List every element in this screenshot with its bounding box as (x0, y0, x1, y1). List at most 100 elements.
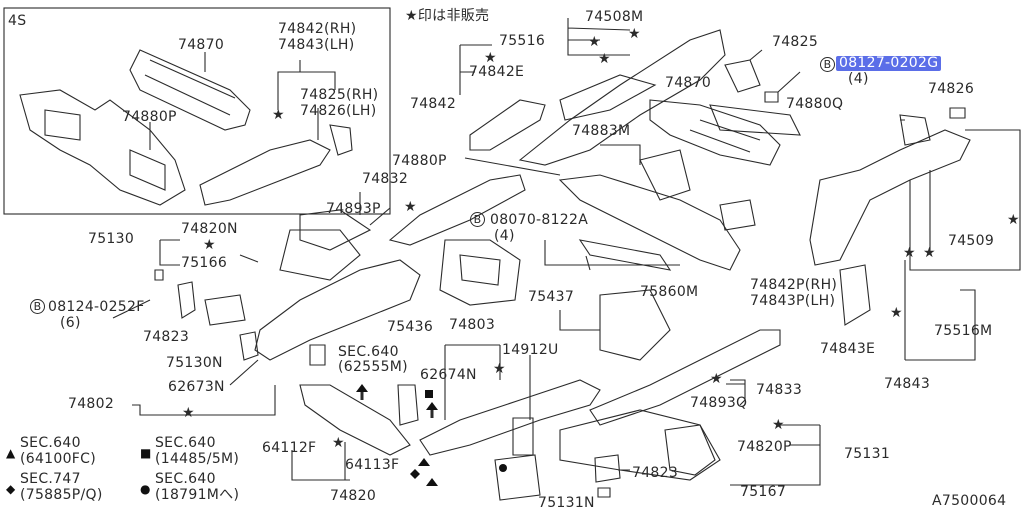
label-75516[interactable]: 75516 (499, 33, 546, 49)
part-74870-inset (129, 49, 251, 131)
label-08127-0202g[interactable]: 08127-0202G (836, 56, 942, 71)
part-75436 (439, 239, 521, 306)
label-62673n[interactable]: 62673N (168, 379, 225, 395)
bolt-marker-08124: B (30, 299, 45, 314)
star-icon: ★ (923, 245, 936, 261)
label-74820n[interactable]: 74820N (181, 221, 238, 237)
label-75130[interactable]: 75130 (88, 231, 135, 247)
label-74843[interactable]: 74843 (884, 376, 931, 392)
label-sec640-a[interactable]: SEC.640 (338, 344, 399, 360)
star-icon: ★ (903, 245, 916, 261)
star-note: ★印は非販売 (405, 8, 490, 24)
label-75860m[interactable]: 75860M (640, 284, 699, 300)
bolt-08127 (764, 91, 779, 103)
bolt-b-icon: B (30, 299, 45, 314)
part-74883m (639, 149, 691, 201)
bolt-marker-08127: B (820, 57, 835, 72)
label-74842[interactable]: 74842 (410, 96, 457, 112)
bolt-08124 (154, 269, 164, 281)
label-74843e[interactable]: 74843E (820, 341, 876, 357)
label-74802[interactable]: 74802 (68, 396, 115, 412)
label-74880p-inset[interactable]: 74880P (122, 109, 177, 125)
label-75131n[interactable]: 75131N (538, 495, 595, 510)
part-64112f (299, 384, 411, 456)
part-74826 (899, 114, 931, 146)
label-74820p[interactable]: 74820P (737, 439, 792, 455)
star-icon: ★ (890, 305, 903, 321)
label-74832[interactable]: 74832 (362, 171, 409, 187)
part-75130n (204, 294, 246, 326)
label-08070-qty: (4) (494, 228, 515, 244)
label-75436[interactable]: 75436 (387, 319, 434, 335)
part-74820p (559, 409, 721, 481)
part-75131n (494, 454, 541, 501)
label-75437[interactable]: 75437 (528, 289, 575, 305)
legend-1-line1: SEC.640 (20, 435, 81, 451)
label-74826-lh[interactable]: 74826(LH) (300, 103, 377, 119)
star-icon: ★ (332, 435, 345, 451)
part-74843e (839, 264, 871, 326)
label-74893p[interactable]: 74893P (326, 201, 381, 217)
label-74883m[interactable]: 74883M (572, 123, 631, 139)
part-74820n (279, 229, 361, 281)
star-icon: ★ (772, 417, 785, 433)
label-74842p-rh[interactable]: 74842P(RH) (750, 277, 838, 293)
label-74823-right[interactable]: 74823 (632, 465, 679, 481)
part-74842e (559, 74, 657, 121)
part-74509 (809, 129, 971, 266)
label-14912u[interactable]: 14912U (502, 342, 559, 358)
label-74843p-lh[interactable]: 74843P(LH) (750, 293, 836, 309)
part-62673n (239, 331, 259, 361)
part-62674n (309, 344, 326, 366)
label-64113f[interactable]: 64113F (345, 457, 400, 473)
legend-4-line2: (18791Mへ) (155, 487, 240, 503)
label-62674n[interactable]: 62674N (420, 367, 477, 383)
square-icon: ■ (140, 446, 152, 460)
label-75166[interactable]: 75166 (181, 255, 228, 271)
label-64112f[interactable]: 64112F (262, 440, 317, 456)
label-74823-left[interactable]: 74823 (143, 329, 190, 345)
label-74509[interactable]: 74509 (948, 233, 995, 249)
label-74820[interactable]: 74820 (330, 488, 377, 504)
label-74508m[interactable]: 74508M (585, 9, 644, 25)
part-74802 (254, 259, 421, 361)
label-74870-inset[interactable]: 74870 (178, 37, 225, 53)
circle-icon: ● (140, 482, 151, 496)
star-icon: ★ (404, 199, 417, 215)
label-74893q[interactable]: 74893Q (690, 395, 748, 411)
bolt-b-icon: B (470, 212, 485, 227)
star-icon: ★ (588, 34, 601, 50)
label-75130n[interactable]: 75130N (166, 355, 223, 371)
inset-frame (3, 7, 391, 215)
label-08070-8122a[interactable]: 08070-8122A (490, 212, 589, 228)
label-74842e[interactable]: 74842E (469, 64, 525, 80)
legend-2-line1: SEC.747 (20, 471, 81, 487)
part-74880q (709, 104, 801, 136)
label-74880p-main[interactable]: 74880P (392, 153, 447, 169)
label-75131[interactable]: 75131 (844, 446, 891, 462)
label-74870-main[interactable]: 74870 (665, 75, 712, 91)
label-75167[interactable]: 75167 (740, 484, 787, 500)
label-74803[interactable]: 74803 (449, 317, 496, 333)
part-74880p-inset (19, 89, 186, 206)
label-74842-rh[interactable]: 74842(RH) (278, 21, 357, 37)
triangle-icon: ▲ (6, 446, 16, 460)
label-sec640-62555m[interactable]: (62555M) (338, 359, 408, 375)
label-08124-0252f[interactable]: 08124-0252F (48, 299, 145, 315)
label-08124-qty: (6) (60, 315, 81, 331)
label-74825[interactable]: 74825 (772, 34, 819, 50)
label-75516m[interactable]: 75516M (934, 323, 993, 339)
part-74832 (388, 174, 526, 246)
label-74825-rh[interactable]: 74825(RH) (300, 87, 379, 103)
part-74825 (724, 59, 761, 93)
label-74826[interactable]: 74826 (928, 81, 975, 97)
label-74833[interactable]: 74833 (756, 382, 803, 398)
part-74823-left (177, 281, 196, 319)
label-74880q[interactable]: 74880Q (786, 96, 844, 112)
part-14912u (512, 355, 534, 456)
label-74843-lh[interactable]: 74843(LH) (278, 37, 355, 53)
part-74803 (419, 379, 601, 456)
part-74833 (589, 329, 781, 426)
legend-1-line2: (64100FC) (20, 451, 96, 467)
